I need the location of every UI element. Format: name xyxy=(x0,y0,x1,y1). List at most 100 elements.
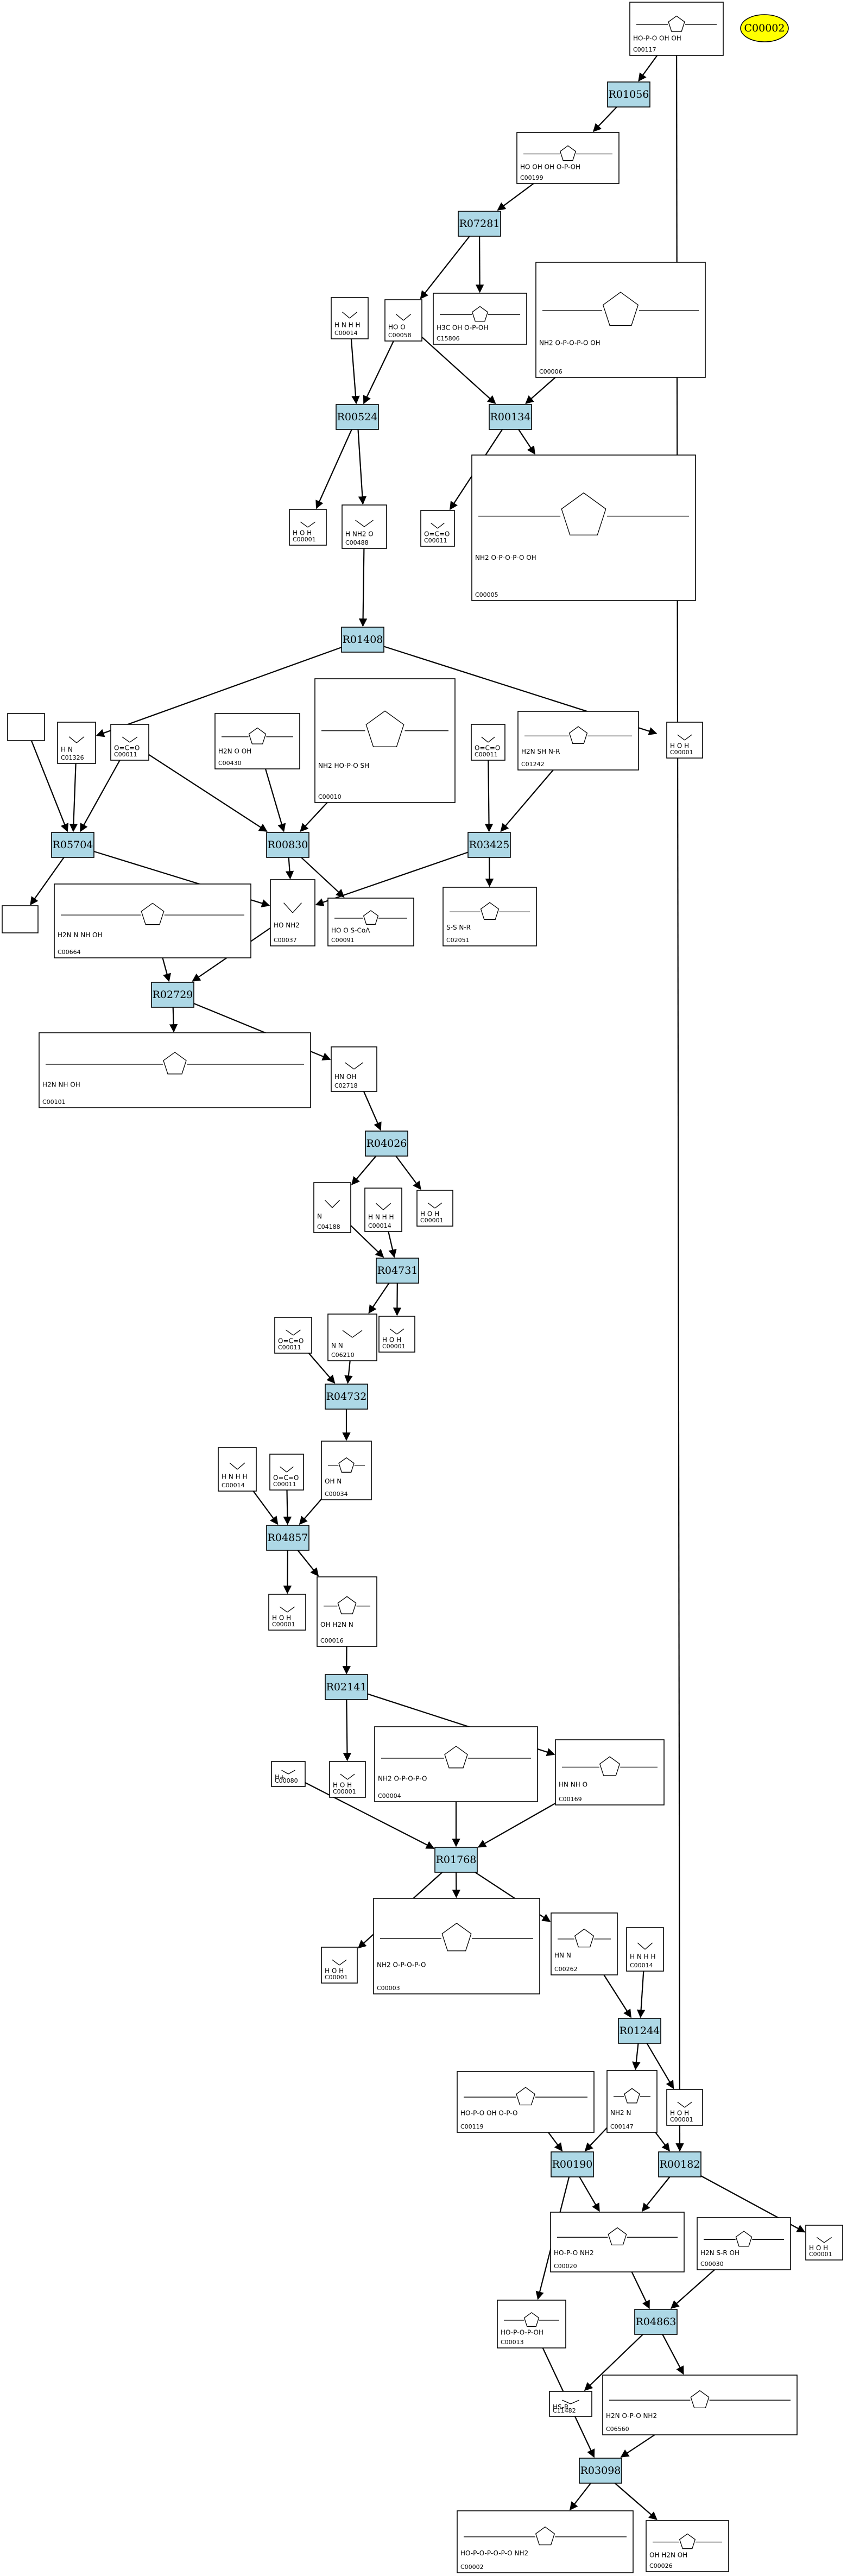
reaction-R04732[interactable]: R04732 xyxy=(325,1384,368,1410)
reaction-label: R04731 xyxy=(377,1265,418,1277)
unlabeled-node[interactable] xyxy=(2,905,39,933)
edge-C00058-R00524 xyxy=(363,340,394,405)
reaction-R03425[interactable]: R03425 xyxy=(467,832,511,858)
reaction-label: R03425 xyxy=(469,839,510,851)
compound-id-label: C00430 xyxy=(218,760,242,767)
reaction-R01056[interactable]: R01056 xyxy=(607,81,650,108)
compound-structure-text: NH2 HO-P-O SH xyxy=(318,762,369,769)
compound-structure-text: H O H xyxy=(333,1782,352,1789)
reaction-R04863[interactable]: R04863 xyxy=(634,2309,678,2335)
reaction-R00182[interactable]: R00182 xyxy=(658,2151,701,2177)
reaction-R01768[interactable]: R01768 xyxy=(434,1847,478,1873)
reaction-R04857[interactable]: R04857 xyxy=(266,1525,309,1551)
compound-id-label: C00011 xyxy=(114,751,137,758)
edge-C00011d-R04732 xyxy=(308,1353,336,1384)
reaction-R04731[interactable]: R04731 xyxy=(376,1258,419,1284)
compound-structure-text: H2N N NH OH xyxy=(58,931,103,939)
reaction-R00134[interactable]: R00134 xyxy=(489,404,532,430)
compound-C00080[interactable]: H+C00080 xyxy=(271,1761,306,1787)
compound-id-label: C00016 xyxy=(320,1637,344,1644)
reaction-R00190[interactable]: R00190 xyxy=(551,2151,594,2177)
unlabeled-node[interactable] xyxy=(7,713,45,741)
reaction-label: R02729 xyxy=(153,989,193,1001)
reaction-R00830[interactable]: R00830 xyxy=(266,832,309,858)
reaction-R02141[interactable]: R02141 xyxy=(325,1674,368,1700)
molecule-structure-icon xyxy=(380,1922,533,1952)
molecule-structure-icon xyxy=(609,2390,791,2409)
compound-id-label: C00020 xyxy=(554,2263,577,2270)
reaction-R03098[interactable]: R03098 xyxy=(579,2458,622,2484)
reaction-R05704[interactable]: R05704 xyxy=(51,832,94,858)
compound-structure-text: H O H xyxy=(293,529,312,537)
reaction-R01244[interactable]: R01244 xyxy=(618,2018,661,2044)
compound-id-label: C01326 xyxy=(61,754,84,761)
reaction-label: R04857 xyxy=(268,1532,308,1544)
reaction-R02729[interactable]: R02729 xyxy=(151,982,194,1008)
reaction-R00524[interactable]: R00524 xyxy=(336,404,379,430)
molecule-structure-icon xyxy=(381,1746,531,1769)
reaction-R01408[interactable]: R01408 xyxy=(341,627,384,653)
target-node-C00002[interactable]: C00002 xyxy=(740,14,789,42)
edge-C00488-R01408 xyxy=(358,548,368,627)
reaction-R07281[interactable]: R07281 xyxy=(458,211,501,237)
compound-structure-text: H O H xyxy=(809,2244,828,2252)
molecule-structure-icon xyxy=(557,2227,678,2246)
molecule-structure-icon xyxy=(122,736,138,743)
target-label: C00002 xyxy=(744,22,785,34)
compound-structure-text: H O H xyxy=(272,1614,291,1622)
reaction-R04026[interactable]: R04026 xyxy=(365,1131,408,1157)
